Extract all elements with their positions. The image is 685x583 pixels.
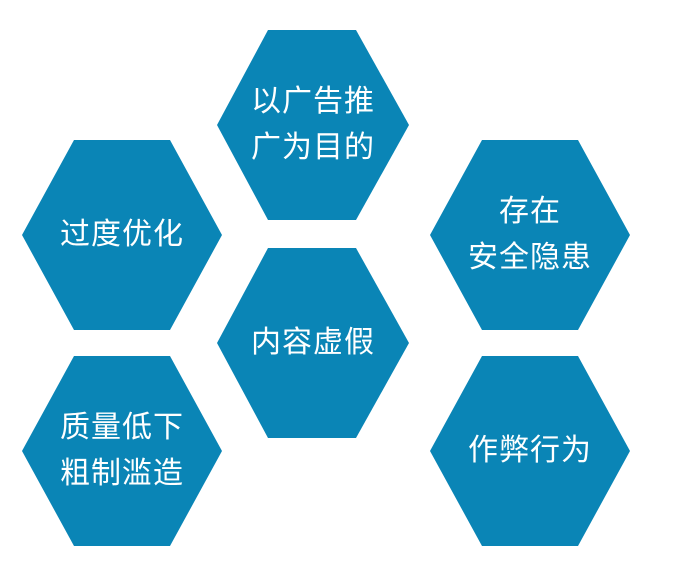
hexagon-lower-left [22,356,222,546]
hexagon-top-center [217,30,409,220]
hexagon-upper-right [430,140,630,330]
hexagon-upper-left [22,140,222,330]
hexagon-lower-right [430,356,630,546]
hexagon-center [217,248,409,438]
